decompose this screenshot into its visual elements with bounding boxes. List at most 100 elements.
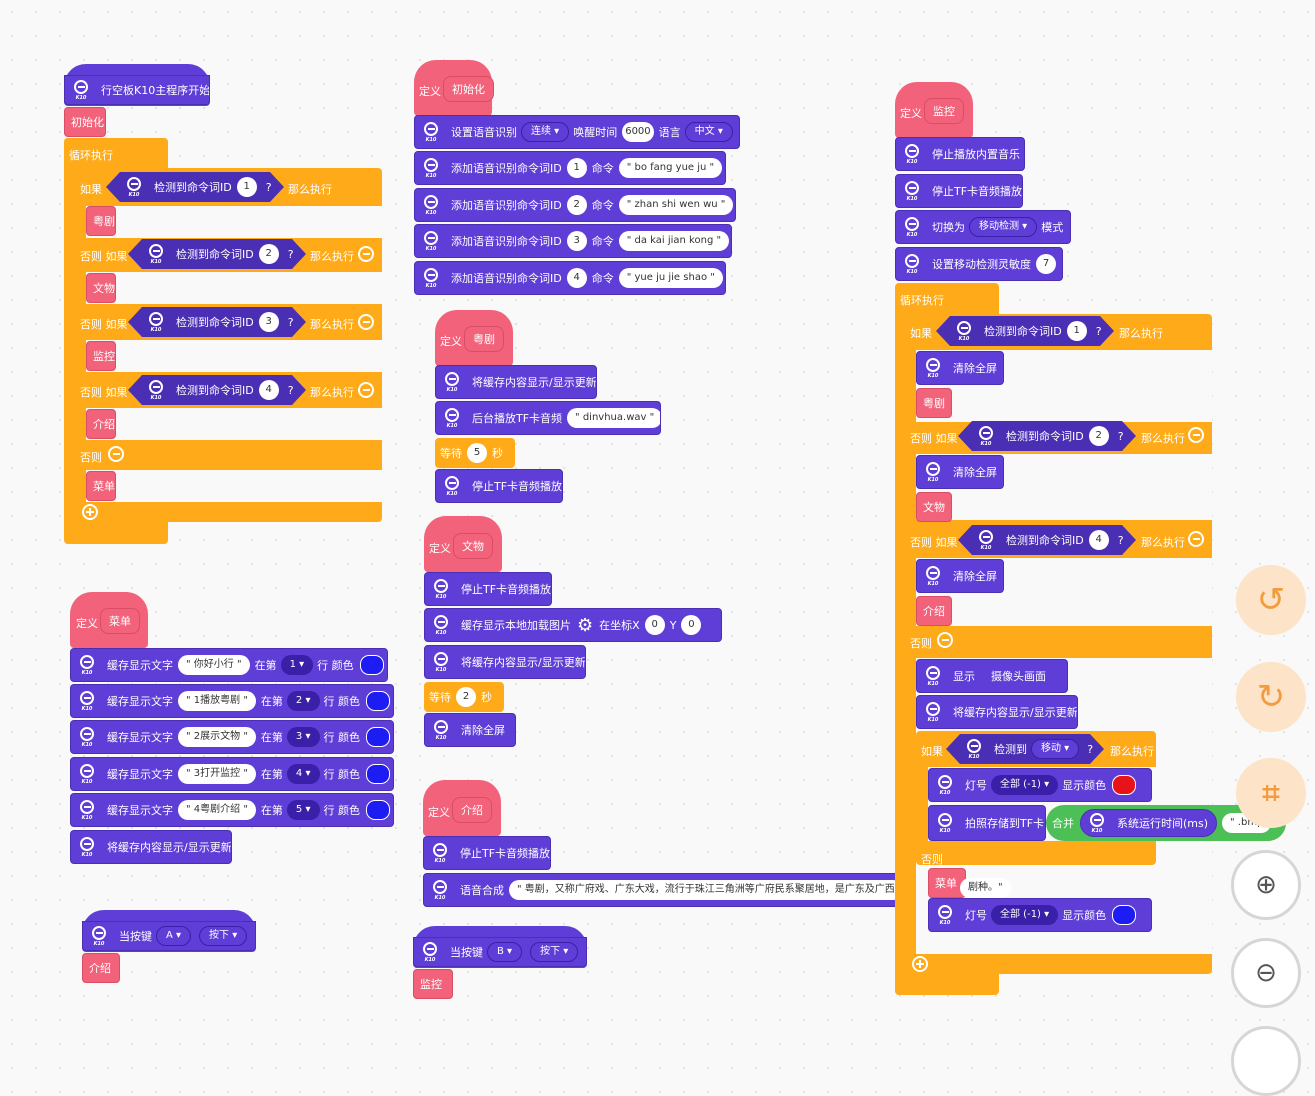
cmd-text-input[interactable]: " bo fang yue ju " bbox=[618, 158, 723, 178]
color-swatch[interactable] bbox=[366, 764, 390, 784]
key-dropdown[interactable]: A bbox=[156, 926, 192, 946]
monitor-cond-3[interactable]: K10 检测到命令词ID 4 ? bbox=[958, 525, 1136, 555]
row-dropdown[interactable]: 3 bbox=[286, 727, 320, 747]
id-input-2[interactable]: 2 bbox=[1089, 426, 1109, 446]
monitor-cond-2[interactable]: K10 检测到命令词ID 2 ? bbox=[958, 421, 1136, 451]
relic-def-name[interactable]: 文物 bbox=[453, 533, 493, 559]
menu-row-5[interactable]: K10 缓存显示文字 " 4粤剧介绍 " 在第 5 行 颜色 bbox=[70, 793, 394, 827]
monitor-call-intro[interactable]: 介绍 bbox=[916, 596, 952, 626]
call-relic[interactable]: 文物 bbox=[86, 273, 116, 303]
init-add-cmd-1[interactable]: K10 添加语音识别命令词ID 1 命令 " bo fang yue ju " bbox=[414, 151, 726, 185]
key-action-dropdown[interactable]: 按下 bbox=[199, 926, 248, 946]
key-dropdown[interactable]: B bbox=[487, 942, 523, 962]
relic-refresh[interactable]: K10 将缓存内容显示/显示更新 bbox=[424, 645, 586, 679]
move-dropdown[interactable]: 移动 bbox=[1031, 739, 1079, 759]
zoom-out-button[interactable]: ⊖ bbox=[1231, 938, 1301, 1008]
call-intro[interactable]: 介绍 bbox=[86, 409, 116, 439]
text-input[interactable]: " 3打开监控 " bbox=[178, 764, 256, 784]
file-input[interactable]: " dinvhua.wav " bbox=[567, 408, 660, 428]
monitor-refresh[interactable]: K10 将缓存内容显示/显示更新 bbox=[916, 695, 1078, 729]
id-input-1[interactable]: 1 bbox=[237, 177, 257, 197]
key-action-dropdown[interactable]: 按下 bbox=[530, 942, 579, 962]
y-input[interactable]: 0 bbox=[681, 615, 702, 635]
keyB-block[interactable]: K10 当按键 B 按下 bbox=[413, 937, 587, 967]
init-add-cmd-2[interactable]: K10 添加语音识别命令词ID 2 命令 " zhan shi wen wu " bbox=[414, 188, 736, 222]
crop-button[interactable]: ⌗ bbox=[1236, 758, 1306, 828]
init-set-recog[interactable]: K10 设置语音识别 连续 唤醒时间 6000 语言 中文 bbox=[414, 115, 740, 149]
keyA-block[interactable]: K10 当按键 A 按下 bbox=[82, 921, 256, 951]
init-add-cmd-3[interactable]: K10 添加语音识别命令词ID 3 命令 " da kai jian kong … bbox=[414, 224, 732, 258]
mode-dropdown[interactable]: 连续 bbox=[521, 122, 570, 142]
id-input-2[interactable]: 2 bbox=[259, 244, 279, 264]
row-dropdown[interactable]: 4 bbox=[286, 764, 320, 784]
add-branch-plus-icon[interactable] bbox=[82, 504, 98, 520]
monitor-clear-1[interactable]: K10 清除全屏 bbox=[916, 351, 1004, 385]
wait-input[interactable]: 5 bbox=[467, 443, 487, 463]
monitor-stop-music[interactable]: K10 停止播放内置音乐 bbox=[895, 137, 1025, 171]
tts-text-input[interactable]: " 粤剧，又称广府戏、广东大戏，流行于珠江三角洲等广府民系聚居地，是广东及广西 bbox=[509, 880, 898, 900]
monitor-clear-3[interactable]: K10 清除全屏 bbox=[916, 559, 1004, 593]
row-dropdown[interactable]: 1 bbox=[280, 655, 314, 675]
intro-stop[interactable]: K10 停止TF卡音频播放 bbox=[423, 836, 551, 870]
call-menu[interactable]: 菜单 bbox=[86, 471, 116, 501]
minus-icon[interactable] bbox=[937, 632, 953, 648]
wake-input[interactable]: 6000 bbox=[622, 122, 654, 142]
cmd-id-input[interactable]: 2 bbox=[566, 195, 587, 215]
monitor-light-red[interactable]: K10 灯号 全部 (-1) 显示颜色 bbox=[928, 768, 1152, 802]
sens-input[interactable]: 7 bbox=[1036, 254, 1056, 274]
minus-icon[interactable] bbox=[1188, 531, 1204, 547]
row-dropdown[interactable]: 5 bbox=[286, 800, 320, 820]
call-opera[interactable]: 粤剧 bbox=[86, 206, 116, 236]
menu-row-4[interactable]: K10 缓存显示文字 " 3打开监控 " 在第 4 行 颜色 bbox=[70, 757, 394, 791]
text-input[interactable]: " 你好小行 " bbox=[178, 655, 250, 675]
minus-icon[interactable] bbox=[108, 446, 124, 462]
id-input-3[interactable]: 3 bbox=[259, 312, 279, 332]
monitor-move-cond[interactable]: K10 检测到 移动 ? bbox=[946, 734, 1104, 764]
menu-row-3[interactable]: K10 缓存显示文字 " 2展示文物 " 在第 3 行 颜色 bbox=[70, 720, 394, 754]
monitor-cond-1[interactable]: K10 检测到命令词ID 1 ? bbox=[936, 316, 1114, 346]
opera-stop[interactable]: K10 停止TF卡音频播放 bbox=[435, 469, 563, 503]
init-add-cmd-4[interactable]: K10 添加语音识别命令词ID 4 命令 " yue ju jie shao " bbox=[414, 261, 726, 295]
cmd-id-input[interactable]: 3 bbox=[566, 231, 587, 251]
text-input[interactable]: " 1播放粤剧 " bbox=[178, 691, 256, 711]
light-dropdown[interactable]: 全部 (-1) bbox=[991, 905, 1059, 925]
monitor-sensitivity[interactable]: K10 设置移动检测灵敏度 7 bbox=[895, 247, 1063, 281]
relic-stop[interactable]: K10 停止TF卡音频播放 bbox=[424, 572, 552, 606]
text-input[interactable]: " 4粤剧介绍 " bbox=[178, 800, 256, 820]
runtime-block[interactable]: K10 系统运行时间(ms) bbox=[1080, 809, 1218, 837]
monitor-stop-tf[interactable]: K10 停止TF卡音频播放 bbox=[895, 174, 1023, 208]
undo-button[interactable]: ↺ bbox=[1236, 565, 1306, 635]
monitor-call-opera[interactable]: 粤剧 bbox=[916, 388, 952, 418]
main-cond-2[interactable]: K10 检测到命令词ID 2 ? bbox=[128, 239, 306, 269]
redo-button[interactable]: ↻ bbox=[1236, 662, 1306, 732]
intro-tts[interactable]: K10 语音合成 " 粤剧，又称广府戏、广东大戏，流行于珠江三角洲等广府民系聚居… bbox=[423, 873, 899, 907]
reset-zoom-button[interactable] bbox=[1231, 1026, 1301, 1096]
monitor-show-camera[interactable]: K10 显示 摄像头画面 bbox=[916, 659, 1068, 693]
id-input-4[interactable]: 4 bbox=[1089, 530, 1109, 550]
monitor-photo[interactable]: K10 拍照存储到TF卡 bbox=[928, 805, 1046, 841]
color-swatch[interactable] bbox=[1112, 775, 1137, 795]
init-call-block[interactable]: 初始化 bbox=[64, 107, 106, 137]
menu-row-2[interactable]: K10 缓存显示文字 " 1播放粤剧 " 在第 2 行 颜色 bbox=[70, 684, 394, 718]
init-def-name[interactable]: 初始化 bbox=[443, 76, 494, 102]
menu-def-name[interactable]: 菜单 bbox=[100, 608, 140, 634]
monitor-switch-mode[interactable]: K10 切换为 移动检测 模式 bbox=[895, 210, 1071, 244]
minus-icon[interactable] bbox=[358, 314, 374, 330]
main-start-block[interactable]: K10 行空板K10主程序开始 bbox=[64, 75, 210, 105]
opera-def-name[interactable]: 粤剧 bbox=[464, 326, 504, 352]
mode-dropdown[interactable]: 移动检测 bbox=[969, 217, 1038, 237]
intro-def-name[interactable]: 介绍 bbox=[452, 797, 492, 823]
text-input[interactable]: " 2展示文物 " bbox=[178, 727, 256, 747]
relic-wait[interactable]: 等待 2 秒 bbox=[424, 682, 504, 712]
menu-refresh[interactable]: K10 将缓存内容显示/显示更新 bbox=[70, 830, 232, 864]
x-input[interactable]: 0 bbox=[644, 615, 665, 635]
wait-input[interactable]: 2 bbox=[456, 687, 476, 707]
main-cond-1[interactable]: K10 检测到命令词ID 1 ? bbox=[106, 172, 284, 202]
color-swatch[interactable] bbox=[366, 691, 390, 711]
zoom-in-button[interactable]: ⊕ bbox=[1231, 850, 1301, 920]
row-dropdown[interactable]: 2 bbox=[286, 691, 320, 711]
minus-icon[interactable] bbox=[358, 246, 374, 262]
keyA-call[interactable]: 介绍 bbox=[82, 953, 120, 983]
opera-refresh[interactable]: K10 将缓存内容显示/显示更新 bbox=[435, 365, 597, 399]
color-swatch[interactable] bbox=[366, 727, 390, 747]
